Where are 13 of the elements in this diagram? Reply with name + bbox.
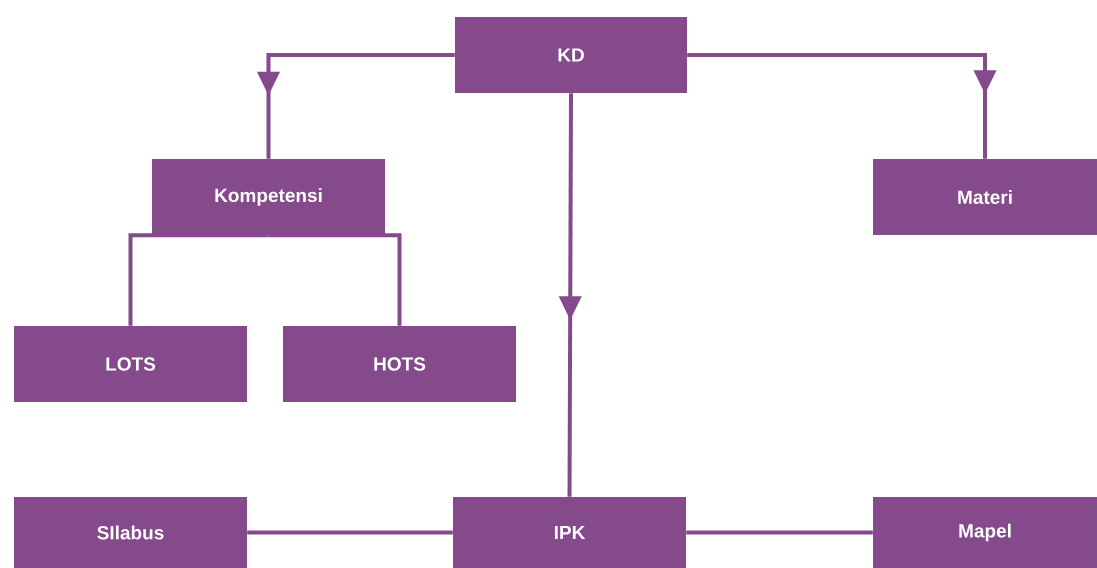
connector	[687, 53, 997, 159]
process-box: Mapel	[873, 497, 1097, 568]
connector	[247, 530, 453, 535]
process-box: Kompetensi	[152, 159, 385, 235]
process-box: Materi	[873, 159, 1097, 235]
process-box: KD	[455, 17, 687, 93]
process-box: SIlabus	[14, 497, 247, 568]
process-box: LOTS	[14, 326, 247, 402]
connector	[128, 233, 269, 326]
process-box: HOTS	[283, 326, 516, 402]
connector	[268, 233, 402, 326]
connector	[686, 530, 873, 535]
process-box: IPK	[453, 497, 686, 568]
